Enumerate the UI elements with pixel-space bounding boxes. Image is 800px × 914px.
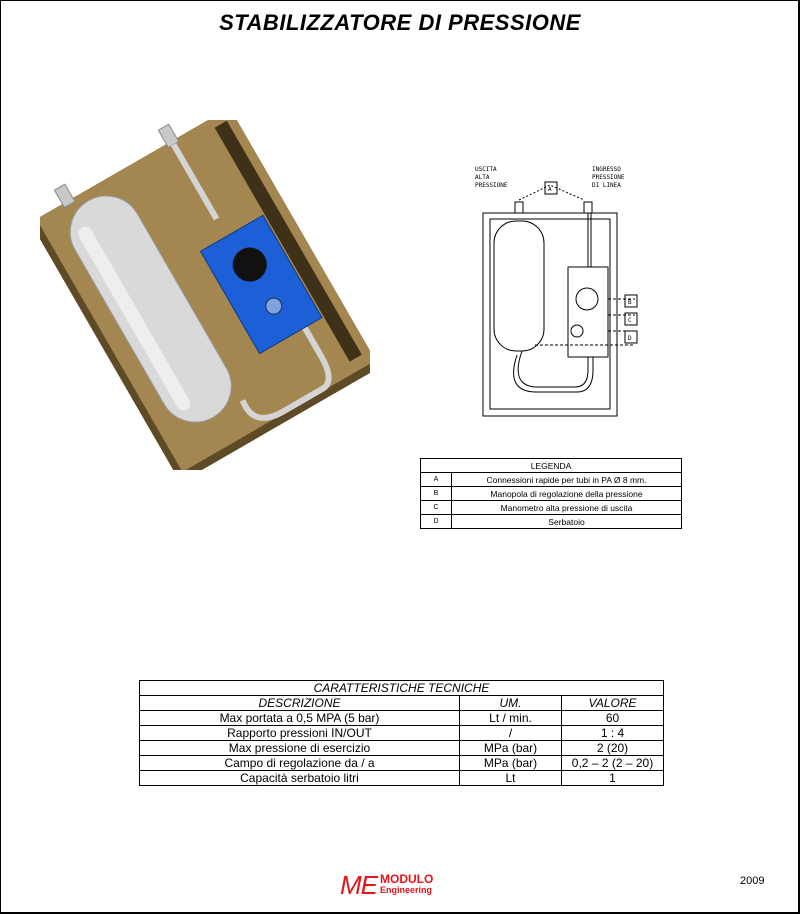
legend-text: Manometro alta pressione di uscita <box>451 500 682 515</box>
logo-me: ME <box>340 870 378 900</box>
legend-row: A Connessioni rapide per tubi in PA Ø 8 … <box>420 472 682 487</box>
label-ingresso-line2: PRESSIONE <box>592 174 625 181</box>
spec-description: Rapporto pressioni IN/OUT <box>139 725 460 741</box>
schematic-connector-in <box>583 201 593 214</box>
company-logo: ME MODULO Engineering <box>340 870 460 900</box>
regulator-box <box>199 214 323 355</box>
schematic-tank <box>493 220 545 352</box>
legend-key: D <box>420 514 452 529</box>
label-uscita-line1: USCITA <box>475 166 497 173</box>
legend-key: B <box>420 486 452 501</box>
mark-c: C <box>628 317 632 324</box>
label-uscita-line2: ALTA <box>475 174 490 181</box>
label-ingresso-line1: INGRESSO <box>592 166 621 173</box>
schematic-knob <box>575 287 599 311</box>
spec-value: 1 <box>561 770 664 786</box>
year-label: 2009 <box>740 875 765 887</box>
legend-row: C Manometro alta pressione di uscita <box>420 500 682 515</box>
legend-key: A <box>420 472 452 487</box>
legend-header: LEGENDA <box>420 458 682 473</box>
schematic-gauge <box>570 324 584 338</box>
mark-d: D <box>628 335 632 342</box>
legend-text: Manopola di regolazione della pressione <box>451 486 682 501</box>
spec-value: 2 (20) <box>561 740 664 756</box>
tray-groove <box>214 120 362 362</box>
spec-description: Capacità serbatoio litri <box>139 770 460 786</box>
legend-text: Serbatoio <box>451 514 682 529</box>
schematic-drawing: USCITA ALTA PRESSIONE INGRESSO PRESSIONE… <box>475 166 638 417</box>
spec-description: Max pressione di esercizio <box>139 740 460 756</box>
mark-b: B <box>628 299 632 306</box>
spec-description: Max portata a 0,5 MPA (5 bar) <box>139 710 460 726</box>
table-row: Rapporto pressioni IN/OUT / 1 : 4 <box>139 725 664 741</box>
spec-value: 0,2 – 2 (2 – 20) <box>561 755 664 771</box>
specs-header-unit: UM. <box>459 695 562 711</box>
specs-table: CARATTERISTICHE TECNICHE DESCRIZIONE UM.… <box>139 680 664 786</box>
device-3d-render <box>40 120 370 470</box>
page-title: STABILIZZATORE DI PRESSIONE <box>219 10 581 35</box>
regulator-knob <box>232 247 267 282</box>
spec-unit: MPa (bar) <box>459 755 562 771</box>
spec-description: Campo di regolazione da / a <box>139 755 460 771</box>
label-ingresso-line3: DI LINEA <box>592 182 621 189</box>
spec-unit: Lt <box>459 770 562 786</box>
specs-title: CARATTERISTICHE TECNICHE <box>139 680 664 696</box>
tube <box>239 319 332 421</box>
logo-modulo: MODULO <box>380 872 434 886</box>
logo-engineering: Engineering <box>380 885 433 895</box>
table-row: Campo di regolazione da / a MPa (bar) 0,… <box>139 755 664 771</box>
connector-out <box>53 183 76 209</box>
tank <box>69 195 232 423</box>
table-row: Max pressione di esercizio MPa (bar) 2 (… <box>139 740 664 756</box>
legend-table: LEGENDA A Connessioni rapide per tubi in… <box>420 458 682 529</box>
legend-row: B Manopola di regolazione della pression… <box>420 486 682 501</box>
schematic-regulator <box>567 266 609 358</box>
spec-value: 1 : 4 <box>561 725 664 741</box>
spec-unit: Lt / min. <box>459 710 562 726</box>
legend-key: C <box>420 500 452 515</box>
schematic-connector-out <box>514 201 524 214</box>
pressure-gauge <box>265 297 283 315</box>
legend-row: D Serbatoio <box>420 514 682 529</box>
spec-unit: / <box>459 725 562 741</box>
legend-text: Connessioni rapide per tubi in PA Ø 8 mm… <box>451 472 682 487</box>
spec-value: 60 <box>561 710 664 726</box>
label-uscita-line3: PRESSIONE <box>475 182 508 189</box>
table-row: Max portata a 0,5 MPA (5 bar) Lt / min. … <box>139 710 664 726</box>
specs-header-value: VALORE <box>561 695 664 711</box>
spec-unit: MPa (bar) <box>459 740 562 756</box>
schematic-outer-frame <box>482 212 618 417</box>
table-row: Capacità serbatoio litri Lt 1 <box>139 770 664 786</box>
mark-a: A <box>548 186 552 193</box>
specs-header-description: DESCRIZIONE <box>139 695 460 711</box>
